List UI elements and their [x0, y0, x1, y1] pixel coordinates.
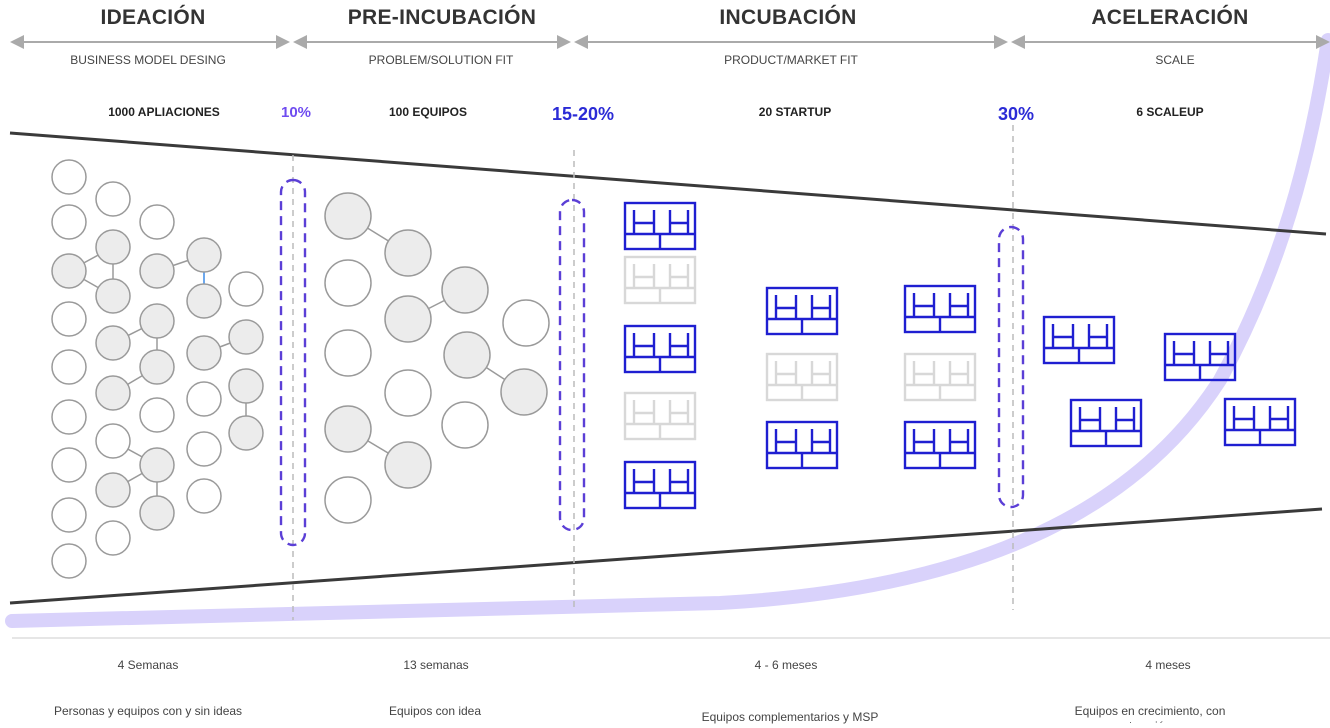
selection-filter-1 — [279, 178, 307, 547]
stage-count-ideacion: 1000 APLIACIONES — [108, 105, 220, 119]
idea-node — [51, 159, 87, 195]
idea-node — [139, 495, 175, 531]
startup-block — [765, 420, 839, 470]
stage-title-preincubacion: PRE-INCUBACIÓN — [347, 6, 537, 29]
idea-node — [95, 520, 131, 556]
idea-node — [95, 375, 131, 411]
idea-node — [139, 204, 175, 240]
idea-node — [384, 295, 432, 343]
growth-curve — [5, 33, 1330, 628]
conversion-rate-incubacion: 30% — [997, 104, 1035, 124]
startup-block — [623, 324, 697, 374]
idea-node — [51, 253, 87, 289]
idea-node — [51, 301, 87, 337]
idea-node — [51, 497, 87, 533]
stage-description-incubacion: Equipos complementarios y MSP — [701, 710, 879, 724]
idea-node — [228, 271, 264, 307]
idea-node — [500, 368, 548, 416]
idea-node — [186, 478, 222, 514]
startup-block — [1069, 398, 1143, 448]
idea-node — [443, 331, 491, 379]
stage-title-incubacion: INCUBACIÓN — [719, 6, 857, 29]
idea-node — [324, 192, 372, 240]
stage-title-ideacion: IDEACIÓN — [100, 6, 206, 29]
stage-description-aceleracion: Equipos en crecimiento, con tracción — [1074, 704, 1226, 723]
idea-node — [95, 181, 131, 217]
idea-node — [384, 229, 432, 277]
selection-filter-3 — [997, 225, 1025, 509]
stage-description-ideacion: Personas y equipos con y sin ideas — [53, 704, 243, 718]
idea-node — [51, 204, 87, 240]
idea-node — [139, 303, 175, 339]
stage-duration-preincubacion: 13 semanas — [403, 658, 469, 672]
stage-duration-ideacion: 4 Semanas — [117, 658, 179, 672]
idea-node — [186, 381, 222, 417]
idea-node — [186, 283, 222, 319]
idea-node — [95, 325, 131, 361]
startup-block — [1223, 397, 1297, 447]
startup-block — [623, 201, 697, 251]
idea-node — [95, 229, 131, 265]
selection-filter-2 — [558, 198, 586, 532]
stage-subtitle-preincubacion: PROBLEM/SOLUTION FIT — [368, 53, 514, 67]
startup-block — [1042, 315, 1116, 365]
idea-node — [502, 299, 550, 347]
idea-node — [95, 423, 131, 459]
idea-node — [186, 431, 222, 467]
idea-node — [51, 543, 87, 579]
stage-arrow-incubacion — [574, 35, 1008, 49]
idea-node — [95, 278, 131, 314]
stage-duration-incubacion: 4 - 6 meses — [754, 658, 818, 672]
stage-count-aceleracion: 6 SCALEUP — [1136, 105, 1204, 119]
idea-node — [51, 447, 87, 483]
idea-node — [139, 447, 175, 483]
idea-node — [186, 335, 222, 371]
idea-node — [324, 329, 372, 377]
stage-subtitle-incubacion: PRODUCT/MARKET FIT — [724, 53, 858, 67]
idea-node — [228, 368, 264, 404]
startup-block-faded — [623, 255, 697, 305]
stage-title-aceleracion: ACELERACIÓN — [1091, 6, 1249, 29]
idea-node — [51, 349, 87, 385]
idea-node — [139, 253, 175, 289]
idea-node — [186, 237, 222, 273]
stage-subtitle-aceleracion: SCALE — [1155, 53, 1195, 67]
idea-node — [384, 369, 432, 417]
stage-arrow-preincubacion — [293, 35, 571, 49]
idea-node — [228, 415, 264, 451]
startup-block — [903, 420, 977, 470]
stage-count-preincubacion: 100 EQUIPOS — [388, 105, 468, 119]
idea-node — [139, 349, 175, 385]
conversion-rate-ideacion: 10% — [280, 104, 312, 121]
stage-description-preincubacion: Equipos con idea — [388, 704, 482, 718]
stage-subtitle-ideacion: BUSINESS MODEL DESING — [70, 53, 226, 67]
idea-node — [95, 472, 131, 508]
idea-node — [51, 399, 87, 435]
idea-node — [139, 397, 175, 433]
startup-block — [623, 460, 697, 510]
funnel-top-line — [9, 131, 1327, 236]
idea-node — [324, 405, 372, 453]
conversion-rate-preincubacion: 15-20% — [551, 104, 615, 124]
idea-node — [324, 259, 372, 307]
idea-node — [441, 401, 489, 449]
stage-count-incubacion: 20 STARTUP — [758, 105, 832, 119]
startup-block-faded — [765, 352, 839, 402]
startup-block — [765, 286, 839, 336]
stage-duration-aceleracion: 4 meses — [1145, 658, 1191, 672]
idea-node — [441, 266, 489, 314]
stage-arrow-aceleracion — [1011, 35, 1330, 49]
startup-block-faded — [903, 352, 977, 402]
idea-node — [228, 319, 264, 355]
idea-node — [384, 441, 432, 489]
startup-block — [903, 284, 977, 334]
startup-block-faded — [623, 391, 697, 441]
idea-node — [324, 476, 372, 524]
stage-arrow-ideacion — [10, 35, 290, 49]
funnel-bottom-line — [9, 507, 1323, 605]
